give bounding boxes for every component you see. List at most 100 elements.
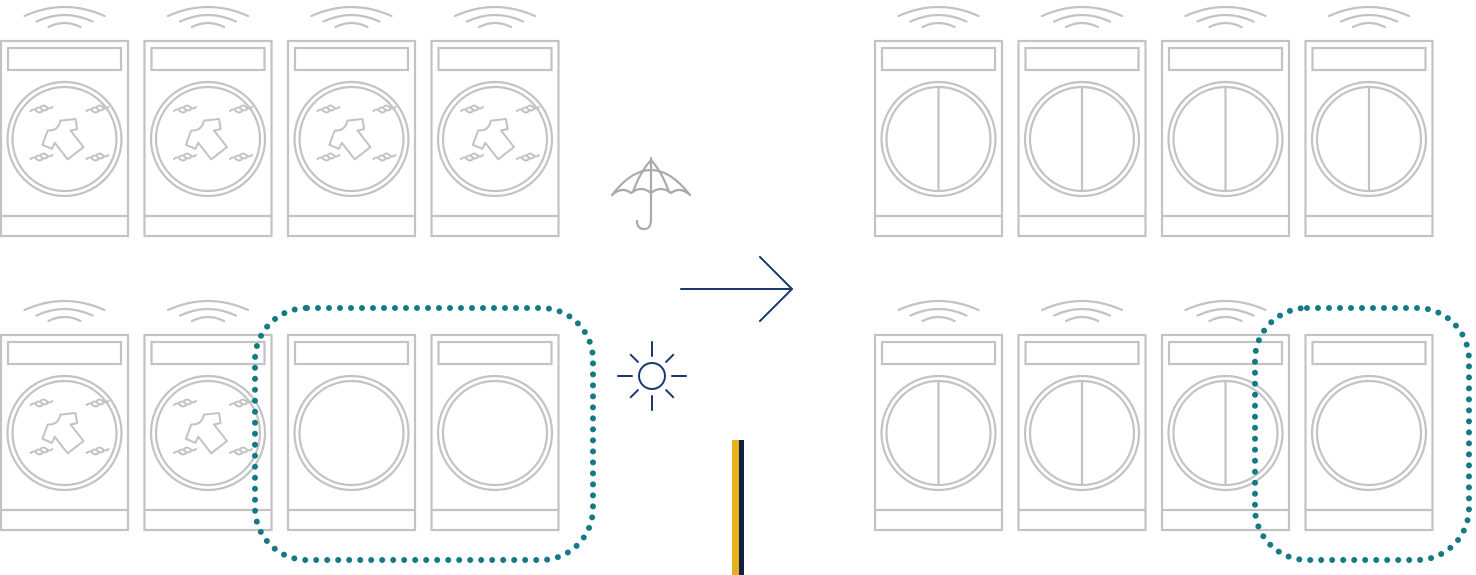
before-machine-r2-c1: [0, 299, 130, 532]
machine-frame: [1160, 39, 1291, 238]
control-panel: [150, 340, 266, 366]
drum-outer: [1310, 80, 1428, 198]
sun-icon: [617, 341, 687, 411]
control-panel: [1311, 340, 1427, 366]
shirt-drying-icon: [173, 104, 253, 162]
drum-inner: [298, 379, 405, 487]
wifi-signal-icon: [310, 5, 393, 29]
shirt-drying-icon: [460, 104, 540, 162]
after-machine-r2-c1: [873, 299, 1004, 532]
drum-inner: [154, 85, 262, 193]
machine-frame: [1304, 333, 1434, 532]
control-panel: [1167, 46, 1284, 72]
before-machine-r2-c3: [286, 333, 417, 532]
machine-body: [1017, 39, 1147, 238]
machine-body: [1160, 39, 1291, 238]
machine-body: [430, 39, 560, 238]
wifi-signal-icon: [453, 5, 537, 29]
drum-outer: [436, 80, 554, 198]
control-panel: [6, 46, 123, 72]
highlight-outline-after: [1252, 305, 1472, 563]
umbrella-icon: [610, 156, 692, 231]
drum-inner: [298, 85, 405, 193]
drum-outer: [1023, 374, 1141, 492]
wifi-signal-icon: [166, 5, 250, 29]
control-panel: [1311, 46, 1427, 72]
shirt-drying-icon: [173, 398, 253, 456]
machine-frame: [430, 333, 560, 532]
gold-bar: [732, 440, 739, 575]
machine-frame: [0, 39, 130, 238]
before-machine-r1-c1: [0, 5, 130, 238]
wifi-signal-icon: [897, 5, 980, 29]
wifi-signal-icon: [1040, 5, 1124, 29]
control-panel: [293, 46, 410, 72]
after-machine-r1-c3: [1160, 5, 1291, 238]
drum-outer: [149, 374, 267, 492]
wifi-signal-icon: [1184, 5, 1267, 29]
machine-frame: [286, 39, 417, 238]
drum-outer: [1167, 374, 1284, 492]
after-machine-r1-c4: [1304, 5, 1434, 238]
drum-outer: [1167, 80, 1284, 198]
wifi-signal-icon: [1327, 5, 1411, 29]
navy-bar: [739, 440, 744, 575]
drum-outer: [880, 80, 997, 198]
after-machine-r1-c2: [1017, 5, 1147, 238]
wifi-signal-icon: [166, 299, 250, 323]
machine-body: [143, 333, 273, 532]
machine-frame: [1017, 333, 1147, 532]
drum-outer: [6, 374, 123, 492]
control-panel: [1024, 340, 1140, 366]
machine-frame: [286, 333, 417, 532]
machine-frame: [143, 39, 273, 238]
drum-inner: [11, 85, 118, 193]
before-machine-r2-c2: [143, 299, 273, 532]
drum-outer: [149, 80, 267, 198]
drum-outer: [1023, 80, 1141, 198]
before-machine-r1-c2: [143, 5, 273, 238]
shirt-drying-icon: [29, 104, 110, 162]
before-machine-r1-c4: [430, 5, 560, 238]
after-machine-r1-c1: [873, 5, 1004, 238]
control-panel: [437, 46, 553, 72]
drum-outer: [293, 80, 410, 198]
drum-inner: [441, 85, 549, 193]
machine-frame: [1304, 39, 1434, 238]
control-panel: [880, 340, 997, 366]
machine-body: [286, 39, 417, 238]
wifi-signal-icon: [23, 5, 106, 29]
machine-body: [143, 39, 273, 238]
drum-inner: [441, 379, 549, 487]
drum-outer: [1310, 374, 1428, 492]
machine-frame: [0, 333, 130, 532]
drum-outer: [293, 374, 410, 492]
machine-body: [1304, 333, 1434, 532]
arrow-right-icon: [680, 256, 793, 322]
machine-frame: [873, 333, 1004, 532]
shirt-drying-icon: [316, 104, 397, 162]
control-panel: [437, 340, 553, 366]
machine-body: [430, 333, 560, 532]
machine-body: [1017, 333, 1147, 532]
after-machine-r2-c3: [1160, 299, 1291, 532]
machine-frame: [430, 39, 560, 238]
control-panel: [1024, 46, 1140, 72]
before-machine-r1-c3: [286, 5, 417, 238]
control-panel: [880, 46, 997, 72]
shirt-drying-icon: [29, 398, 110, 456]
wifi-signal-icon: [1040, 299, 1124, 323]
wifi-signal-icon: [1184, 299, 1267, 323]
control-panel: [293, 340, 410, 366]
control-panel: [1167, 340, 1284, 366]
highlight-outline-before: [252, 305, 596, 563]
machine-body: [286, 333, 417, 532]
drum-outer: [436, 374, 554, 492]
drum-inner: [11, 379, 118, 487]
after-machine-r2-c4: [1304, 333, 1434, 532]
drum-inner: [154, 379, 262, 487]
after-machine-r2-c2: [1017, 299, 1147, 532]
wifi-signal-icon: [23, 299, 106, 323]
drum-inner: [1315, 379, 1423, 487]
